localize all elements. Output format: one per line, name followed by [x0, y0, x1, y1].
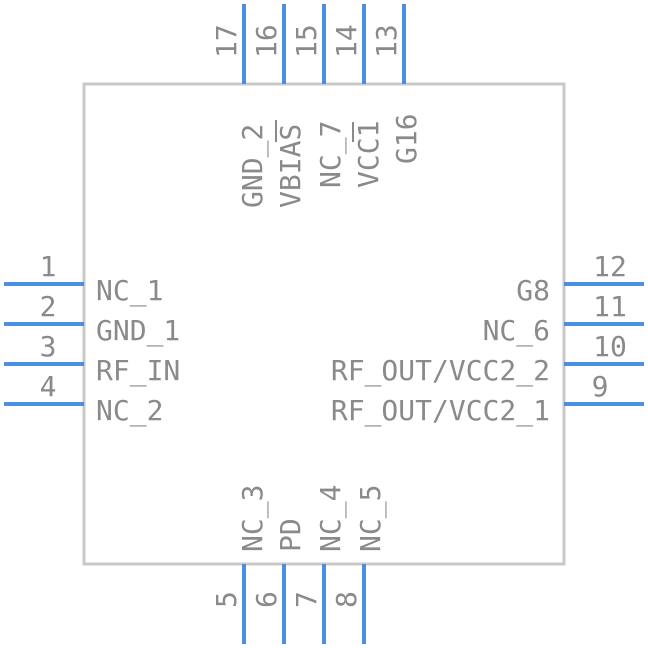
pin-5-number: 5 [210, 591, 243, 608]
pin-10: 10 RF_OUT/VCC2_2 [331, 330, 644, 388]
pin-11-number: 11 [593, 290, 627, 323]
pin-10-label: RF_OUT/VCC2_2 [331, 354, 550, 388]
right-pins: 12 G8 11 NC_6 10 RF_OUT/VCC2_2 9 RF_OUT/… [331, 250, 644, 428]
bottom-pins: 5 NC_3 6 PD 7 NC_4 8 NC_5 [210, 485, 388, 644]
pin-5: 5 NC_3 [210, 485, 270, 644]
pin-2-label: GND_1 [96, 314, 180, 348]
top-pins: 17 GND_2 16 VBIAS 15 NC_7 14 VCC1 13 G16 [210, 4, 423, 208]
pin-6-number: 6 [250, 591, 283, 608]
pin-5-label: NC_3 [236, 485, 270, 552]
pin-7: 7 NC_4 [290, 485, 348, 644]
pin-13: 13 G16 [370, 4, 423, 164]
pin-16-label: VBIAS [274, 124, 307, 208]
pin-15-number: 15 [290, 24, 323, 58]
pin-9-number: 9 [592, 370, 609, 403]
pin-12-label: G8 [516, 274, 550, 307]
pin-12-number: 12 [593, 250, 627, 283]
pin-1: 1 NC_1 [4, 250, 163, 308]
pin-17: 17 GND_2 [210, 4, 270, 208]
pin-8: 8 NC_5 [330, 485, 388, 644]
pin-7-number: 7 [290, 591, 323, 608]
pin-14-label: VCC1 [352, 121, 385, 188]
pin-6-label: PD [274, 518, 307, 552]
pin-3-label: RF_IN [96, 354, 180, 388]
pin-8-number: 8 [330, 591, 363, 608]
pin-15-label: NC_7 [314, 121, 348, 188]
pin-3: 3 RF_IN [4, 330, 180, 388]
pin-1-number: 1 [40, 250, 57, 283]
pin-14-number: 14 [330, 24, 363, 58]
pin-13-number: 13 [370, 24, 403, 58]
pin-17-number: 17 [210, 24, 243, 58]
pin-2-number: 2 [40, 290, 57, 323]
pin-17-label: GND_2 [236, 124, 270, 208]
pin-16: 16 VBIAS [250, 4, 307, 208]
pin-11-label: NC_6 [483, 314, 550, 348]
pin-13-label: G16 [390, 113, 423, 164]
pin-4-number: 4 [40, 370, 57, 403]
pin-12: 12 G8 [516, 250, 644, 307]
pin-15: 15 NC_7 [290, 4, 348, 188]
component-body [82, 82, 566, 566]
pin-16-number: 16 [250, 24, 283, 58]
pin-9: 9 RF_OUT/VCC2_1 [331, 370, 644, 428]
pin-10-number: 10 [593, 330, 627, 363]
pin-8-label: NC_5 [354, 485, 388, 552]
pin-4-label: NC_2 [96, 394, 163, 428]
pin-9-label: RF_OUT/VCC2_1 [331, 394, 550, 428]
pin-2: 2 GND_1 [4, 290, 180, 348]
pin-1-label: NC_1 [96, 274, 163, 308]
pin-4: 4 NC_2 [4, 370, 163, 428]
left-pins: 1 NC_1 2 GND_1 3 RF_IN 4 NC_2 [4, 250, 180, 428]
pin-11: 11 NC_6 [483, 290, 644, 348]
pin-7-label: NC_4 [314, 485, 348, 552]
pin-14: 14 VCC1 [330, 4, 385, 188]
pin-3-number: 3 [40, 330, 57, 363]
pin-6: 6 PD [250, 518, 307, 644]
